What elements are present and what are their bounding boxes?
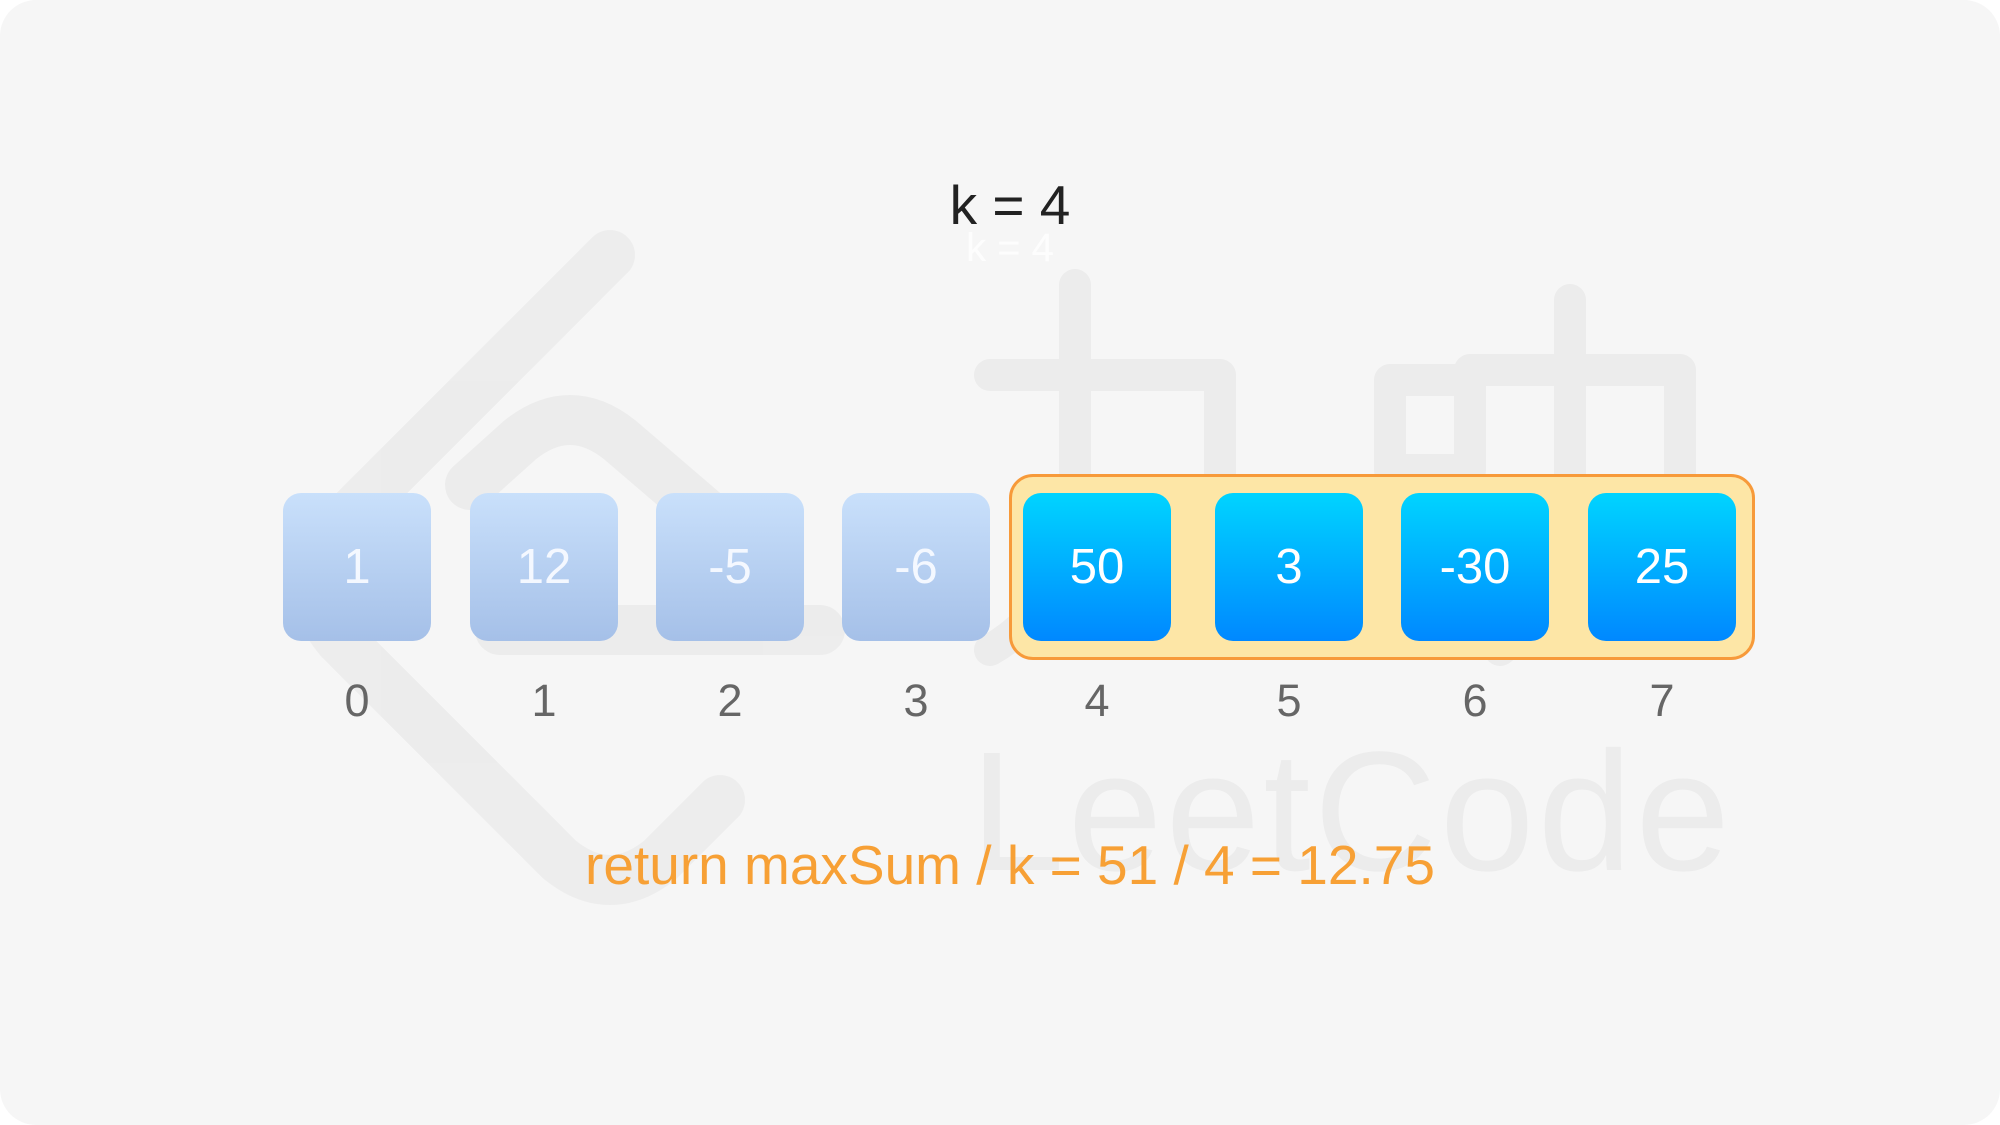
k-label-shadow: k = 4: [966, 226, 1054, 270]
array-cell: 12: [470, 493, 618, 641]
index-label: 3: [903, 675, 929, 726]
array-cell: 25: [1588, 493, 1736, 641]
index-label: 4: [1084, 675, 1110, 726]
index-label: 7: [1649, 675, 1675, 726]
array-cell: 50: [1023, 493, 1171, 641]
index-label: 1: [531, 675, 557, 726]
index-label: 6: [1462, 675, 1488, 726]
index-label: 0: [344, 675, 370, 726]
array-cell: -6: [842, 493, 990, 641]
array-cell: -30: [1401, 493, 1549, 641]
index-label: 5: [1276, 675, 1302, 726]
array-cell: 3: [1215, 493, 1363, 641]
k-label: k = 4: [949, 174, 1071, 236]
array-cell: 1: [283, 493, 431, 641]
result-expression: return maxSum / k = 51 / 4 = 12.75: [585, 834, 1435, 896]
array-cell: -5: [656, 493, 804, 641]
index-label: 2: [717, 675, 743, 726]
